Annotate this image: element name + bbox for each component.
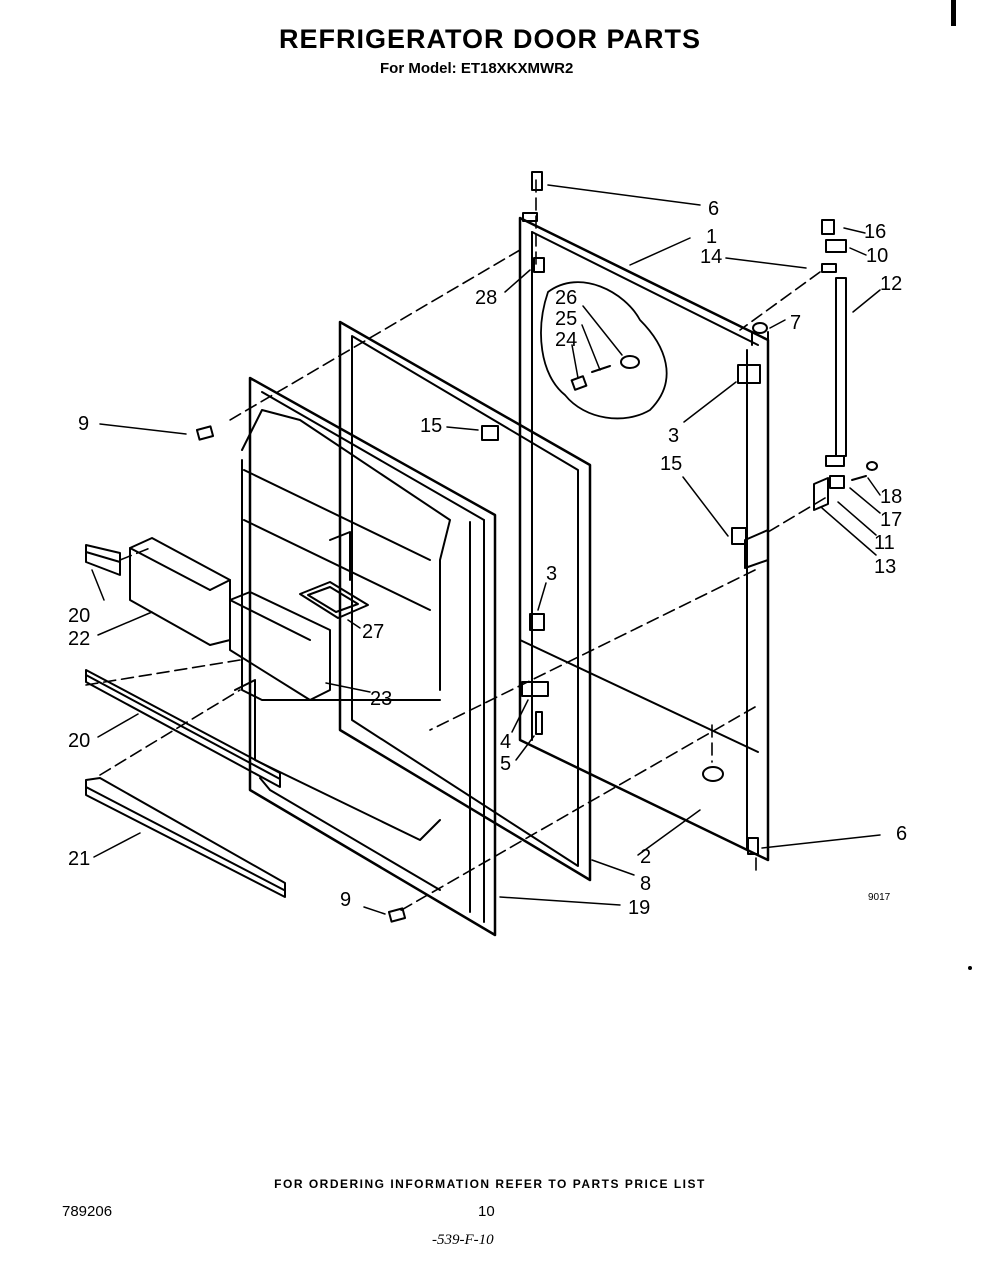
page-title: REFRIGERATOR DOOR PARTS xyxy=(278,24,701,54)
leader-arrows xyxy=(91,184,881,915)
callout-6-top: 6 xyxy=(708,198,719,220)
callout-21: 21 xyxy=(68,848,90,870)
callout-9-top: 9 xyxy=(78,413,89,435)
callout-19: 19 xyxy=(628,897,650,919)
callout-5: 5 xyxy=(500,753,511,775)
callout-3-right: 3 xyxy=(668,425,679,447)
cutaway-detail-bubble xyxy=(540,281,668,420)
callout-25: 25 xyxy=(555,308,577,330)
handwritten-note: -539-F-10 xyxy=(432,1232,494,1248)
hinge-hardware xyxy=(751,219,878,511)
callout-26: 26 xyxy=(555,287,577,309)
fasteners xyxy=(195,171,759,923)
callout-2: 2 xyxy=(640,846,651,868)
callout-8: 8 xyxy=(640,873,651,895)
callout-17: 17 xyxy=(880,509,902,531)
callout-27: 27 xyxy=(362,621,384,643)
callout-10: 10 xyxy=(866,245,888,267)
callout-20-top: 20 xyxy=(68,605,90,627)
callout-13: 13 xyxy=(874,556,896,578)
assembly-dashed-lines xyxy=(85,179,826,913)
callout-12: 12 xyxy=(880,273,902,295)
callout-15-right: 15 xyxy=(660,453,682,475)
callout-7: 7 xyxy=(790,312,801,334)
callout-11: 11 xyxy=(874,532,895,554)
callout-14: 14 xyxy=(700,246,722,268)
callout-4: 4 xyxy=(500,731,511,753)
shelves-and-trim xyxy=(85,537,331,898)
callout-3-center: 3 xyxy=(546,563,557,585)
callout-1: 1 xyxy=(706,226,717,248)
page-number: 10 xyxy=(478,1203,495,1220)
callout-labels: 6 1 14 16 10 12 7 28 26 25 24 9 15 3 15 … xyxy=(68,198,907,919)
door-gasket xyxy=(338,320,592,882)
callout-28: 28 xyxy=(475,287,497,309)
callout-15-left: 15 xyxy=(420,415,442,437)
callout-20-bottom: 20 xyxy=(68,730,90,752)
scan-edge-mark xyxy=(951,0,956,26)
callout-22: 22 xyxy=(68,628,90,650)
callout-6-bottom: 6 xyxy=(896,823,907,845)
document-number: 789206 xyxy=(62,1203,113,1220)
door-liner xyxy=(234,376,497,937)
callout-23: 23 xyxy=(370,688,392,710)
callout-18: 18 xyxy=(880,486,902,508)
scan-speck xyxy=(968,966,972,970)
callout-16: 16 xyxy=(864,221,886,243)
callout-24: 24 xyxy=(555,329,577,351)
figure-code: 9017 xyxy=(868,892,891,903)
ordering-note: FOR ORDERING INFORMATION REFER TO PARTS … xyxy=(274,1177,706,1191)
model-subtitle: For Model: ET18XKXMWR2 xyxy=(380,60,574,77)
callout-9-bottom: 9 xyxy=(340,889,351,911)
